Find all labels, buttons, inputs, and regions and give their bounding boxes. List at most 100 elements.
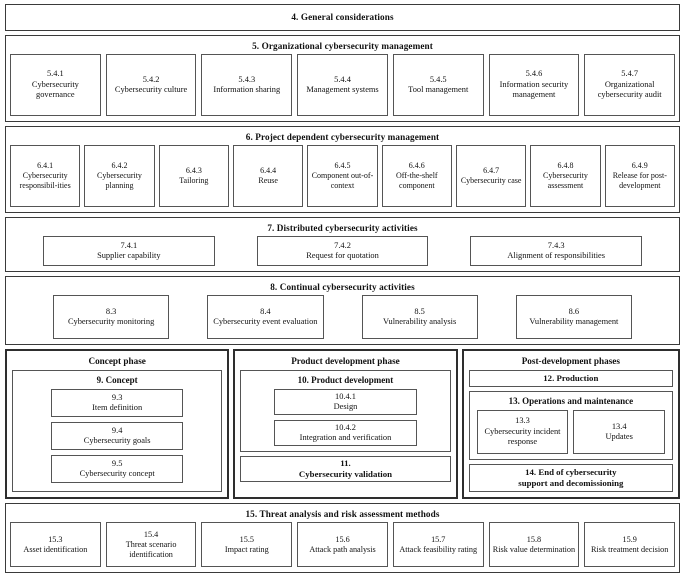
item-15-6: 15.6 Attack path analysis — [297, 522, 388, 567]
item-number: 5.4.4 — [334, 74, 351, 84]
item-number: 8.5 — [414, 306, 425, 316]
item-label: Tool management — [408, 85, 469, 94]
section-4-general-considerations: 4. General considerations — [5, 4, 680, 31]
section-6-title: 6. Project dependent cybersecurity manag… — [245, 132, 440, 142]
item-7-4-2: 7.4.2 Request for quotation — [256, 236, 429, 266]
clause-13-title: 13. Operations and maintenance — [508, 396, 634, 406]
item-6-4-5: 6.4.5 Component out-of-context — [307, 145, 378, 207]
item-label: Cybersecurity responsibil-ities — [19, 171, 71, 190]
item-6-4-9: 6.4.9 Release for post-development — [604, 145, 675, 207]
item-number: 5.4.2 — [142, 74, 160, 84]
item-9-5: 9.5 Cybersecurity concept — [51, 455, 184, 483]
item-number: 6.4.7 — [483, 166, 500, 176]
item-label: Organizational cybersecurity audit — [597, 79, 662, 100]
phase-product-development: Product development phase 10. Product de… — [233, 349, 458, 499]
clause-10-product-development: 10. Product development 10.4.1 Design 10… — [240, 370, 451, 452]
item-number: 10.4.2 — [335, 422, 356, 432]
section-6-project-dependent-cybersecurity-management: 6. Project dependent cybersecurity manag… — [5, 126, 680, 213]
item-number: 15.8 — [526, 534, 542, 544]
item-number: 15.7 — [431, 534, 446, 544]
item-number: 15.5 — [239, 534, 254, 544]
item-5-4-2: 5.4.2 Cybersecurity culture — [105, 54, 197, 116]
item-number: 15.3 — [48, 534, 63, 544]
phase-product-title: Product development phase — [291, 356, 400, 366]
item-label: Off-the-shelf component — [395, 171, 438, 190]
section-7-distributed-cybersecurity-activities: 7. Distributed cybersecurity activities … — [5, 217, 680, 272]
item-5-4-7: 5.4.7 Organizational cybersecurity audit — [584, 54, 676, 116]
clause-13-items: 13.3 Cybersecurity incident response 13.… — [475, 410, 667, 454]
item-label: Cybersecurity validation — [298, 469, 393, 479]
section-5-items: 5.4.1 Cybersecurity governance 5.4.2 Cyb… — [10, 54, 676, 116]
item-number: 6.4.1 — [37, 161, 54, 171]
item-number: 15.4 — [143, 529, 159, 539]
item-8-5: 8.5 Vulnerability analysis — [361, 295, 478, 339]
item-number: 9.3 — [111, 392, 123, 402]
item-15-9: 15.9 Risk treatment decision — [584, 522, 676, 567]
clause-11-cybersecurity-validation: 11. Cybersecurity validation — [240, 456, 451, 482]
item-number: 14. End of cybersecurity — [525, 467, 617, 477]
item-5-4-3: 5.4.3 Information sharing — [201, 54, 293, 116]
section-5-organizational-cybersecurity-management: 5. Organizational cybersecurity manageme… — [5, 35, 680, 122]
item-number: 15.6 — [335, 534, 350, 544]
phase-concept-title: Concept phase — [88, 356, 146, 366]
item-label: Item definition — [92, 403, 143, 412]
section-8-title: 8. Continual cybersecurity activities — [270, 282, 415, 292]
item-label: Design — [333, 402, 358, 411]
item-10-4-1: 10.4.1 Design — [274, 389, 417, 415]
item-label: Cybersecurity concept — [79, 469, 155, 478]
item-5-4-4: 5.4.4 Management systems — [297, 54, 388, 116]
item-number: 5.4.6 — [525, 69, 543, 79]
item-label: Impact rating — [224, 544, 269, 554]
item-label: Integration and verification — [299, 433, 392, 442]
item-number: 8.6 — [568, 306, 580, 316]
item-number: 6.4.2 — [111, 161, 128, 171]
section-15-title: 15. Threat analysis and risk assessment … — [245, 509, 440, 519]
item-15-8: 15.8 Risk value determination — [488, 522, 580, 567]
item-label: Information security management — [499, 79, 569, 100]
phase-post-title: Post-development phases — [521, 356, 620, 366]
item-number: 7.4.1 — [120, 240, 138, 250]
item-label: Information sharing — [213, 85, 281, 94]
item-number: 5.4.5 — [429, 74, 447, 84]
section-4-title: 4. General considerations — [291, 12, 394, 22]
section-6-items: 6.4.1 Cybersecurity responsibil-ities 6.… — [10, 145, 675, 207]
item-number: 9.5 — [111, 458, 123, 468]
item-label: Cybersecurity case — [460, 176, 522, 185]
item-label: Tailoring — [179, 176, 209, 185]
item-label: Threat scenario identification — [125, 539, 177, 559]
item-15-5: 15.5 Impact rating — [201, 522, 293, 567]
item-number: 5.4.7 — [621, 69, 639, 79]
item-number: 7.4.3 — [547, 240, 565, 250]
item-5-4-5: 5.4.5 Tool management — [392, 54, 484, 116]
item-6-4-3: 6.4.3 Tailoring — [158, 145, 229, 207]
item-7-4-1: 7.4.1 Supplier capability — [43, 236, 215, 266]
item-number: 7.4.2 — [334, 240, 351, 250]
section-7-items: 7.4.1 Supplier capability 7.4.2 Request … — [10, 236, 675, 266]
item-number: 15.9 — [622, 534, 637, 544]
clause-10-title: 10. Product development — [297, 375, 394, 385]
item-8-6: 8.6 Vulnerability management — [515, 295, 632, 339]
item-number: 13.4 — [611, 421, 627, 431]
item-label: Asset identification — [23, 544, 88, 554]
item-label: Cybersecurity planning — [97, 171, 142, 190]
clause-13-operations-and-maintenance: 13. Operations and maintenance 13.3 Cybe… — [468, 391, 674, 460]
item-number: 8.4 — [260, 306, 271, 316]
item-6-4-6: 6.4.6 Off-the-shelf component — [381, 145, 452, 207]
item-label: Vulnerability management — [529, 317, 619, 326]
lifecycle-phases-row: Concept phase 9. Concept 9.3 Item defini… — [5, 349, 681, 499]
item-number: 8.3 — [105, 306, 117, 316]
item-number: 9.4 — [111, 425, 123, 435]
item-5-4-6: 5.4.6 Information security management — [488, 54, 580, 116]
item-6-4-7: 6.4.7 Cybersecurity case — [455, 145, 527, 207]
item-number: 6.4.6 — [408, 161, 425, 171]
item-7-4-3: 7.4.3 Alignment of responsibilities — [470, 236, 643, 266]
section-8-continual-cybersecurity-activities: 8. Continual cybersecurity activities 8.… — [5, 276, 680, 345]
item-label: Supplier capability — [97, 251, 161, 260]
item-9-4: 9.4 Cybersecurity goals — [51, 422, 184, 450]
item-15-7: 15.7 Attack feasibility rating — [392, 522, 484, 567]
phase-concept: Concept phase 9. Concept 9.3 Item defini… — [5, 349, 230, 499]
lifecycle-diagram: 4. General considerations 5. Organizatio… — [5, 4, 681, 573]
section-15-threat-analysis-and-risk-assessment-methods: 15. Threat analysis and risk assessment … — [5, 503, 680, 573]
item-label: Management systems — [306, 85, 379, 94]
item-label: Attack path analysis — [309, 544, 376, 554]
